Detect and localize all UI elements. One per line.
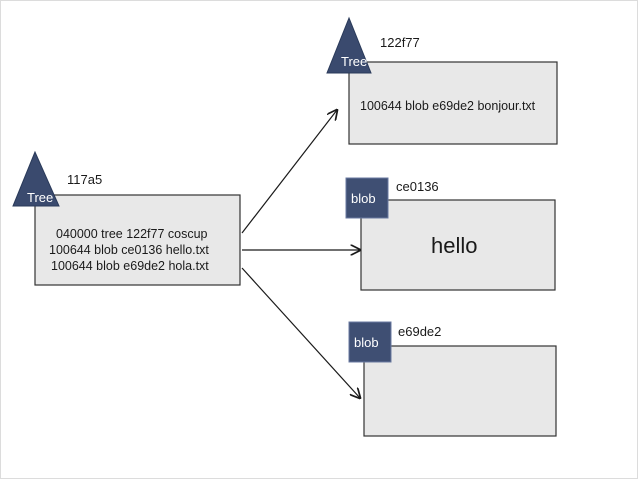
- root-tree-object: Tree 117a5 040000 tree 122f77 coscup 100…: [12, 150, 241, 286]
- blob-hello-hash: ce0136: [396, 179, 439, 194]
- blob-empty-badge-icon: [348, 321, 392, 363]
- arrow-to-blob-empty-icon: [241, 267, 360, 398]
- root-tree-box: [34, 194, 241, 286]
- root-tree-entry: 040000 tree 122f77 coscup: [56, 227, 208, 241]
- blob-empty-hash: e69de2: [398, 324, 441, 339]
- blob-empty-box: [363, 345, 557, 437]
- blob-empty-type-label: blob: [354, 335, 379, 350]
- blob-hello-object: blob ce0136 hello: [345, 177, 556, 291]
- sub-tree-box: [348, 61, 558, 145]
- root-tree-entry: 100644 blob e69de2 hola.txt: [51, 259, 209, 273]
- blob-hello-type-label: blob: [351, 191, 376, 206]
- root-tree-badge-icon: [12, 150, 60, 207]
- blob-hello-content: hello: [431, 233, 477, 258]
- sub-tree-hash: 122f77: [380, 35, 420, 50]
- sub-tree-entry: 100644 blob e69de2 bonjour.txt: [360, 99, 536, 113]
- root-tree-type-label: Tree: [27, 190, 53, 205]
- blob-hello-badge-icon: [345, 177, 389, 219]
- blob-empty-object: blob e69de2: [348, 321, 557, 437]
- sub-tree-object: Tree 122f77 100644 blob e69de2 bonjour.t…: [326, 16, 558, 145]
- root-tree-hash: 117a5: [67, 172, 102, 187]
- blob-hello-box: [360, 199, 556, 291]
- root-tree-entry: 100644 blob ce0136 hello.txt: [49, 243, 209, 257]
- sub-tree-type-label: Tree: [341, 54, 367, 69]
- arrow-to-sub-tree-icon: [241, 110, 337, 234]
- sub-tree-badge-icon: [326, 16, 372, 74]
